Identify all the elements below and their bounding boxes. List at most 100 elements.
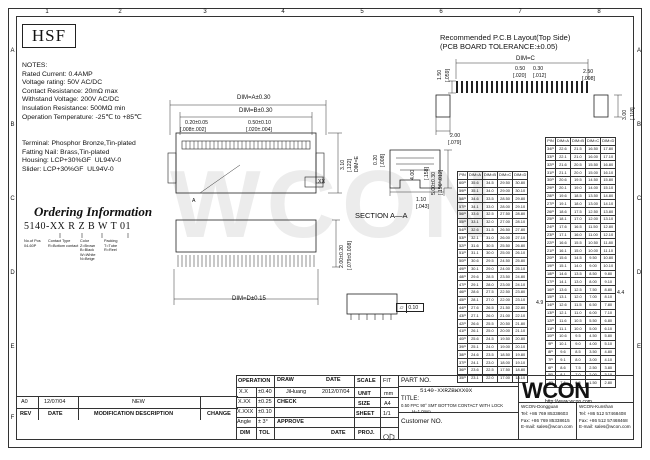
table-cell: 29.6	[466, 272, 483, 282]
table-cell: 11.1	[554, 324, 571, 333]
wcon-logo: WCON	[522, 378, 590, 403]
parallelogram-icon: ▱	[397, 304, 407, 313]
customer-no-label: Customer NO.	[401, 418, 443, 425]
rule	[518, 375, 519, 440]
change-header: CHANGE	[207, 411, 231, 417]
table-cell: 29.0	[481, 264, 498, 274]
table-cell: 29.5	[481, 256, 498, 266]
table-cell: 31.0	[481, 233, 498, 243]
table-header-cell: DIM=D	[512, 171, 529, 180]
table-cell: 22.10	[512, 311, 529, 321]
table-cell: 18.50	[496, 350, 514, 360]
ordering-contact-label: Contact Type R=Bottom contact	[48, 239, 79, 248]
table-cell: 8.10	[600, 292, 617, 302]
rev-date: 12/07/04	[44, 399, 66, 405]
rule	[398, 412, 518, 413]
rule	[200, 396, 201, 420]
table-cell: 15.10	[600, 183, 617, 193]
table-header-cell: DIM=C	[496, 171, 514, 180]
table-header-cell: PIN	[457, 171, 468, 180]
pitch-dim: 0.20±0.05	[185, 120, 209, 126]
table-cell: 28.00	[496, 202, 514, 211]
table-cell: 34.5	[481, 178, 498, 188]
row-letter: D	[10, 270, 15, 276]
tol-dim: X.X	[239, 389, 248, 395]
table-cell: 14.6	[554, 269, 571, 279]
row-letter: B	[636, 122, 641, 128]
table-header-cell: DIM=A	[466, 171, 483, 180]
table-cell: 27.00	[496, 217, 514, 227]
table-cell: 38P	[457, 350, 468, 360]
table-cell: 15P	[545, 292, 556, 302]
table-cell: 29P	[545, 183, 556, 193]
pcb-dim: [.118]	[630, 107, 636, 120]
table-cell: 44P	[457, 303, 468, 313]
table-cell: 8.50	[584, 269, 602, 279]
table-cell: 19.10	[512, 358, 529, 367]
column-number: 5	[360, 9, 364, 15]
table-cell: 10.80	[600, 253, 617, 263]
section-dim: [.043]	[416, 204, 429, 210]
table-cell: 25.80	[512, 256, 529, 266]
table-cell: 31.6	[466, 241, 483, 250]
pcb-dim: [.012]	[533, 73, 546, 79]
table-cell: 20.10	[512, 342, 529, 352]
table-cell: 14P	[545, 300, 556, 310]
table-cell: 10P	[545, 331, 556, 341]
table-cell: 9.50	[584, 253, 602, 263]
part-number: 5140-XXRZBWXX0X	[420, 387, 473, 394]
height-dim: 2.00±0.20	[339, 244, 345, 268]
column-number: 4	[281, 9, 285, 15]
ordering-leaders	[59, 233, 129, 238]
table-cell: 24.00	[496, 264, 514, 274]
table-cell: 30.5	[481, 241, 498, 250]
table-cell: 17.50	[496, 365, 514, 375]
table-cell: 28.5	[481, 272, 498, 282]
table-cell: 5.00	[584, 324, 602, 333]
column-number: 6	[439, 9, 443, 15]
tol-dim: X.XXX	[237, 409, 254, 415]
table-cell: 21.6	[554, 160, 571, 170]
row-letter: D	[636, 270, 642, 276]
section-dim: [.008]	[380, 154, 386, 167]
row-letter: C	[636, 196, 642, 202]
sheet-label: SHEET	[356, 411, 375, 417]
table-cell: 19.6	[554, 191, 571, 201]
table-cell: 10.1	[554, 339, 571, 349]
sheet-value: 1/1	[383, 411, 391, 417]
table-header-cell: DIM=B	[569, 137, 586, 146]
table-cell: 28.6	[466, 287, 483, 297]
pcb-dim: 0.30	[533, 66, 544, 72]
contact-line: WCON-Dongguan	[521, 404, 559, 409]
table-cell: 19.5	[569, 175, 586, 185]
date-header: DATE	[48, 411, 63, 417]
table-cell: 8.80	[600, 285, 617, 294]
rule	[38, 396, 39, 420]
contact-line: Fax: +86 512 57468468	[579, 417, 628, 423]
hsf-logo: HSF	[22, 24, 76, 48]
table-cell: 26.6	[466, 319, 483, 328]
table-cell: 7.50	[584, 285, 602, 294]
table-cell: 17.5	[569, 207, 586, 216]
table-cell: 10.50	[584, 238, 602, 248]
table-cell: 30.6	[466, 256, 483, 266]
table-cell: 4.80	[600, 347, 617, 357]
table-cell: 13.50	[584, 191, 602, 201]
table-cell: 11.0	[569, 308, 586, 318]
table-cell: 15.5	[569, 238, 586, 248]
contact-line: E-mail: sales@wcon.com	[579, 424, 631, 430]
draw-label: DRAW	[277, 377, 294, 383]
table-cell: 13.80	[600, 207, 617, 216]
table-cell: 33P	[545, 152, 556, 162]
